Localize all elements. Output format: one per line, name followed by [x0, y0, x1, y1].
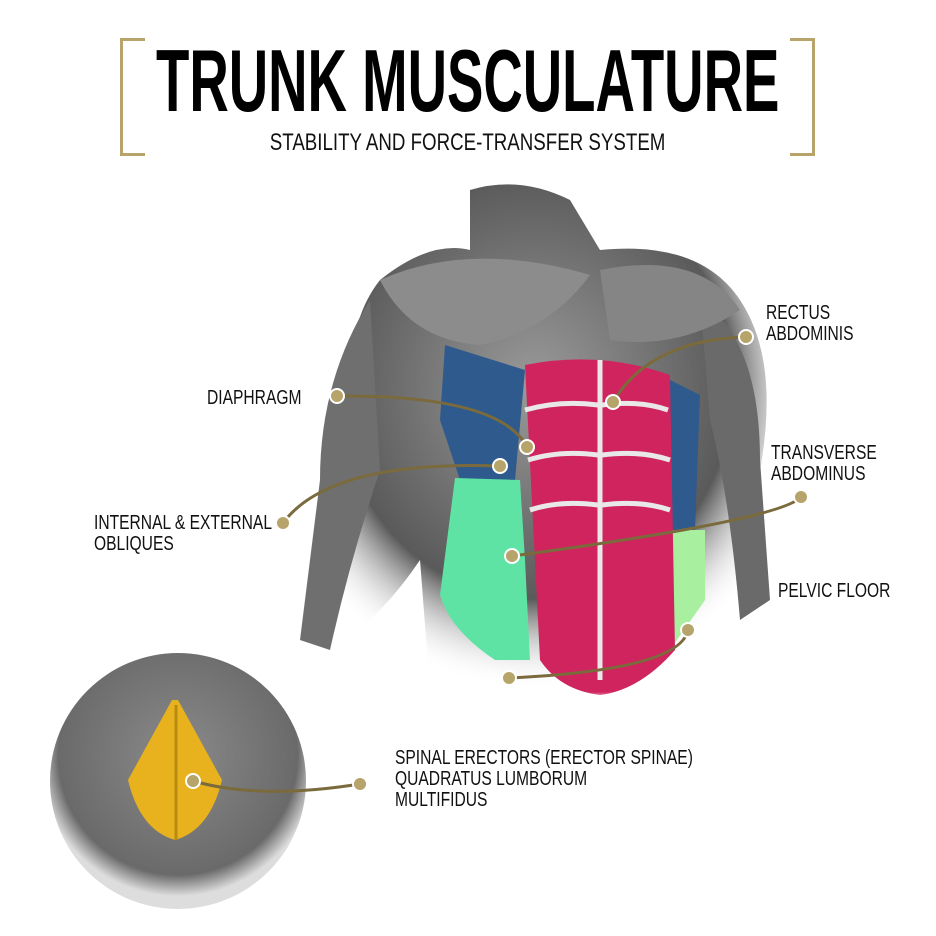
page-subtitle: STABILITY AND FORCE-TRANSFER SYSTEM: [270, 129, 666, 156]
page-title: TRUNK MUSCULATURE: [156, 31, 780, 130]
leader-spinal: [192, 779, 361, 793]
label-diaphragm: DIAPHRAGM: [207, 388, 301, 409]
page-subtitle-container: STABILITY AND FORCE-TRANSFER SYSTEM: [148, 130, 788, 156]
page-title-container: TRUNK MUSCULATURE: [148, 31, 788, 130]
leader-lines: [192, 335, 803, 793]
label-pelvic-floor: PELVIC FLOOR: [778, 581, 890, 602]
obliques-region: [440, 478, 530, 660]
tendinous-lines: [524, 360, 671, 680]
right-bracket: [790, 38, 815, 156]
transverse-right-region: [670, 380, 700, 530]
leader-pelvic: [508, 629, 690, 680]
back-figure: [50, 653, 306, 909]
leader-obliques: [281, 464, 501, 524]
label-line: TRANSVERSE: [771, 442, 877, 464]
label-line: ABDOMINIS: [766, 323, 854, 345]
label-line: QUADRATUS LUMBORUM: [395, 768, 588, 790]
label-transverse-abdominus: TRANSVERSE ABDOMINUS: [771, 443, 877, 485]
label-spinal: SPINAL ERECTORS (ERECTOR SPINAE) QUADRAT…: [395, 748, 693, 811]
label-line: RECTUS: [766, 302, 831, 324]
leader-transverse: [511, 495, 803, 558]
pelvic-region: [670, 530, 705, 650]
label-line: DIAPHRAGM: [207, 387, 302, 409]
leader-dots: [185, 329, 809, 792]
label-obliques: INTERNAL & EXTERNAL OBLIQUES: [94, 513, 272, 555]
label-line: MULTIFIDUS: [395, 789, 488, 811]
leader-diaphragm: [336, 394, 529, 448]
label-line: OBLIQUES: [94, 533, 174, 555]
label-line: INTERNAL & EXTERNAL: [94, 512, 272, 534]
label-rectus-abdominis: RECTUS ABDOMINIS: [766, 303, 854, 345]
leader-rectus: [611, 335, 747, 403]
left-bracket: [120, 38, 145, 156]
label-line: SPINAL ERECTORS (ERECTOR SPINAE): [395, 747, 693, 769]
label-line: ABDOMINUS: [771, 463, 866, 485]
label-line: PELVIC FLOOR: [778, 580, 891, 602]
